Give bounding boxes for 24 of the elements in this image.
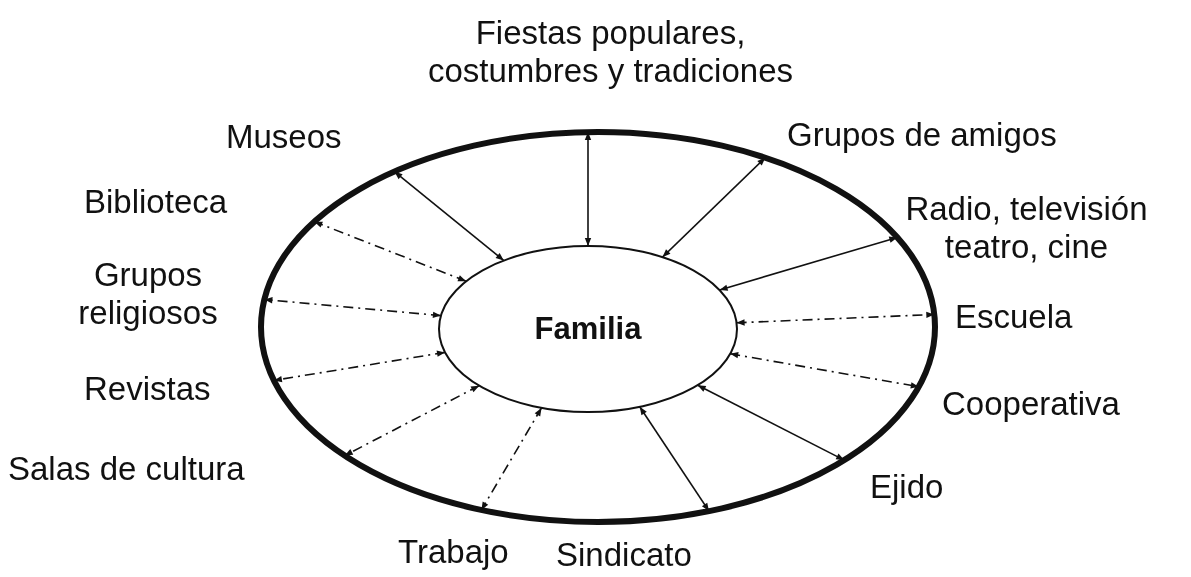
double-arrow [661, 156, 767, 258]
category-label: Escuela [955, 298, 1073, 336]
category-label: Biblioteca [84, 183, 228, 221]
double-arrow [696, 384, 845, 461]
category-label: Museos [226, 118, 342, 156]
category-label: Radio, televisión teatro, cine [904, 190, 1149, 266]
double-arrow [273, 350, 446, 383]
category-label: Fiestas populares, costumbres y tradiciones [427, 14, 794, 90]
double-arrow [480, 407, 543, 511]
category-label: Revistas [84, 370, 211, 408]
double-arrow [638, 406, 710, 512]
node-label: Familia [534, 311, 642, 347]
double-arrow [393, 170, 505, 262]
category-label: Trabajo [398, 533, 509, 571]
double-arrow [313, 220, 467, 282]
category-label: Ejido [870, 468, 944, 506]
double-arrow [729, 352, 920, 389]
category-label: Sindicato [556, 536, 692, 574]
category-label: Grupos de amigos [787, 116, 1057, 154]
category-label: Grupos religiosos [77, 256, 219, 332]
category-label: Cooperativa [942, 385, 1120, 423]
double-arrow [343, 384, 480, 457]
category-label: Salas de cultura [8, 450, 245, 488]
ellipse-node [438, 245, 738, 413]
